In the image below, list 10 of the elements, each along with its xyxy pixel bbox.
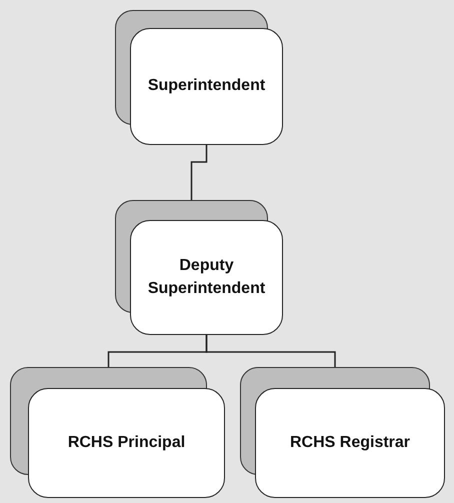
node-label: Deputy Superintendent <box>146 256 266 298</box>
stacked-box <box>240 367 445 498</box>
node-label: RCHS Registrar <box>290 432 410 453</box>
connector-line <box>206 335 336 367</box>
node-label: Superintendent <box>148 76 266 96</box>
stacked-box <box>10 367 225 498</box>
node-label: RCHS Principal <box>68 432 186 453</box>
stacked-box <box>115 10 283 145</box>
stacked-box <box>115 200 283 335</box>
connector-line <box>190 145 208 200</box>
